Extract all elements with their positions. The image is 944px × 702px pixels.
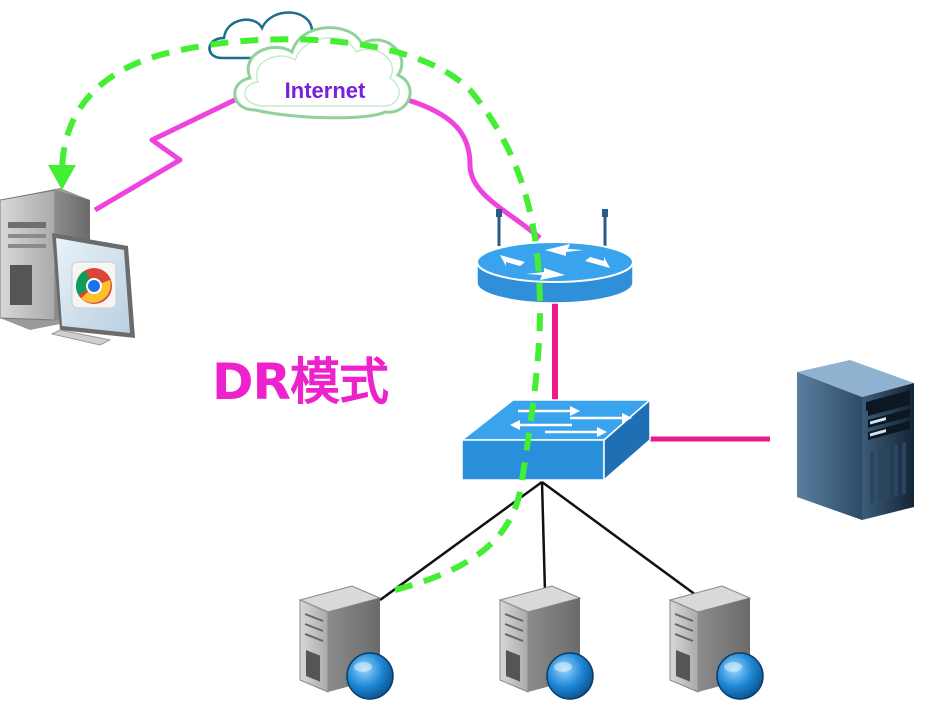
internet-router-link — [407, 97, 542, 240]
cloud-label: Internet — [284, 78, 366, 103]
switch-icon — [459, 398, 653, 482]
cloud-front-outline — [208, 36, 225, 60]
lan-links — [552, 300, 770, 442]
web-server-icon — [298, 585, 394, 700]
mode-title: DR模式 — [212, 353, 389, 411]
traffic-path — [48, 36, 544, 593]
arrow-head-icon — [48, 165, 76, 190]
real-server-2 — [498, 585, 594, 700]
router-icon — [476, 209, 634, 304]
real-server-1 — [298, 585, 394, 700]
switch-real-server-2-link — [540, 481, 547, 593]
tower-server-icon — [797, 360, 914, 520]
web-server-icon — [668, 585, 764, 700]
return-path-line — [58, 36, 544, 593]
switch-real-server-3-link — [541, 480, 701, 600]
real-server-3 — [668, 585, 764, 700]
client-internet-link — [93, 92, 247, 213]
internet-links — [93, 92, 542, 240]
web-server-icon — [498, 585, 594, 700]
cloud-icon — [208, 11, 412, 120]
chrome-logo-icon — [75, 268, 112, 304]
desktop-pc-browser-icon — [0, 188, 135, 346]
